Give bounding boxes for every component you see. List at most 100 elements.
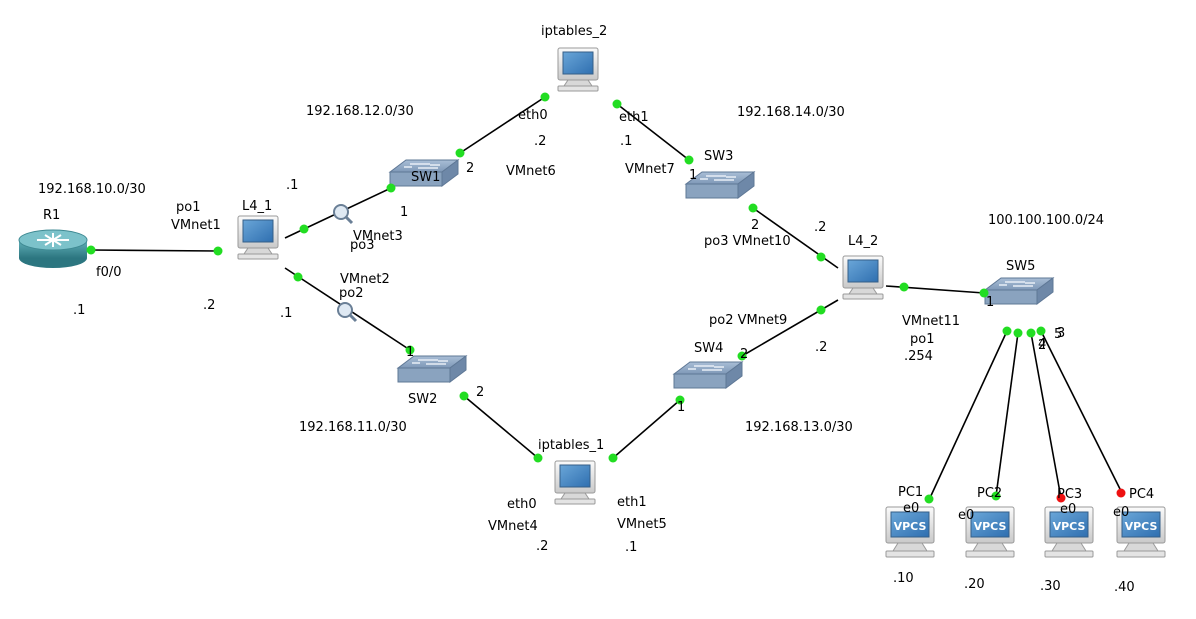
port-label: eth1 bbox=[619, 110, 649, 125]
ip-suffix-label: .2 bbox=[534, 134, 546, 149]
link-sw1-ipt2[interactable] bbox=[459, 96, 546, 154]
vpcs-badge: VPCS bbox=[974, 520, 1007, 533]
port-up-dot bbox=[979, 288, 989, 298]
link-ipt1-sw4[interactable] bbox=[612, 399, 681, 459]
vpcs-badge: VPCS bbox=[1053, 520, 1086, 533]
labels: 192.168.10.0/30 192.168.12.0/30 192.168.… bbox=[38, 24, 1154, 595]
subnet-label: 192.168.12.0/30 bbox=[306, 104, 414, 119]
vmnet-label: VMnet2 bbox=[340, 272, 390, 287]
node-name-pc3: PC3 bbox=[1057, 487, 1082, 502]
subnet-label: 192.168.13.0/30 bbox=[745, 420, 853, 435]
host-l4_2[interactable] bbox=[842, 255, 884, 300]
vpcs-badge: VPCS bbox=[894, 520, 927, 533]
node-name-r1: R1 bbox=[43, 208, 60, 223]
host-iptables_2[interactable] bbox=[557, 47, 599, 92]
pc-port-label: e0 bbox=[903, 501, 919, 516]
port-up-dot bbox=[924, 494, 934, 504]
capture-magnifier-icon[interactable] bbox=[337, 302, 358, 323]
ip-suffix-label: .1 bbox=[73, 303, 85, 318]
vpcs-icon: VPCS bbox=[965, 506, 1015, 558]
pc-address-label: .40 bbox=[1114, 580, 1135, 595]
port-status-dots bbox=[86, 92, 1126, 504]
node-name-ipt2: iptables_2 bbox=[541, 24, 607, 39]
port-up-dot bbox=[86, 245, 96, 255]
links bbox=[90, 96, 1123, 501]
pc-address-label: .10 bbox=[893, 571, 914, 586]
ip-suffix-label: .2 bbox=[814, 220, 826, 235]
port-up-dot bbox=[293, 272, 303, 282]
node-name-ipt1: iptables_1 bbox=[538, 438, 604, 453]
host-icon bbox=[237, 215, 279, 260]
port-up-dot bbox=[1026, 328, 1036, 338]
subnet-label: 192.168.14.0/30 bbox=[737, 105, 845, 120]
port-up-dot bbox=[675, 395, 685, 405]
ip-suffix-label: .1 bbox=[620, 134, 632, 149]
switch-port-label: 2 bbox=[476, 385, 484, 400]
link-sw5-pc3[interactable] bbox=[1030, 332, 1062, 499]
port-up-dot bbox=[386, 183, 396, 193]
port-vmnet-label: po3 VMnet10 bbox=[704, 234, 791, 249]
subnet-label: 192.168.10.0/30 bbox=[38, 182, 146, 197]
vmnet-label: VMnet11 bbox=[902, 314, 960, 329]
port-label: eth0 bbox=[507, 497, 537, 512]
node-name-sw5: SW5 bbox=[1006, 259, 1035, 274]
pc-port-label: e0 bbox=[958, 508, 974, 523]
port-up-dot bbox=[455, 148, 465, 158]
link-sw5-pc4[interactable] bbox=[1040, 330, 1123, 494]
vpcs-pc3[interactable]: VPCS bbox=[1044, 506, 1094, 558]
switch-sw5[interactable] bbox=[984, 277, 1054, 305]
port-up-dot bbox=[405, 345, 415, 355]
switch-port-label: 5 bbox=[1054, 327, 1062, 342]
node-name-pc1: PC1 bbox=[898, 485, 923, 500]
vpcs-pc2[interactable]: VPCS bbox=[965, 506, 1015, 558]
switch-port-label: 1 bbox=[400, 205, 408, 220]
router-icon bbox=[18, 229, 88, 268]
switch-port-label: 1 bbox=[689, 168, 697, 183]
vpcs-pc1[interactable]: VPCS bbox=[885, 506, 935, 558]
node-name-l4_2: L4_2 bbox=[848, 234, 878, 249]
port-label: po1 bbox=[910, 332, 934, 347]
router-r1[interactable] bbox=[18, 229, 88, 268]
link-ipt2-sw3[interactable] bbox=[616, 103, 690, 161]
ip-suffix-label: .254 bbox=[904, 349, 933, 364]
port-up-dot bbox=[459, 391, 469, 401]
node-name-sw3: SW3 bbox=[704, 149, 733, 164]
subnet-label: 100.100.100.0/24 bbox=[988, 213, 1104, 228]
link-sw5-pc1[interactable] bbox=[928, 330, 1008, 501]
host-l4_1[interactable] bbox=[237, 215, 279, 260]
vpcs-icon: VPCS bbox=[1116, 506, 1166, 558]
vpcs-icon: VPCS bbox=[885, 506, 935, 558]
host-icon bbox=[554, 460, 596, 505]
link-sw5-pc2[interactable] bbox=[995, 332, 1019, 497]
port-down-dot bbox=[1056, 493, 1066, 503]
switch-port-label: 4 bbox=[1038, 337, 1046, 352]
capture-magnifier-icon[interactable] bbox=[333, 204, 354, 225]
port-label: eth1 bbox=[617, 495, 647, 510]
switch-icon bbox=[673, 361, 743, 389]
port-up-dot bbox=[748, 203, 758, 213]
node-name-sw2: SW2 bbox=[408, 392, 437, 407]
link-sw2-ipt1[interactable] bbox=[463, 395, 539, 459]
port-up-dot bbox=[612, 99, 622, 109]
vmnet-label: VMnet4 bbox=[488, 519, 538, 534]
ip-suffix-label: .2 bbox=[536, 539, 548, 554]
node-name-pc2: PC2 bbox=[977, 486, 1002, 501]
ip-suffix-label: .1 bbox=[625, 540, 637, 555]
port-up-dot bbox=[1013, 328, 1023, 338]
vpcs-badge: VPCS bbox=[1125, 520, 1158, 533]
host-iptables_1[interactable] bbox=[554, 460, 596, 505]
switch-port-label: 1 bbox=[406, 345, 414, 360]
node-name-sw1: SW1 bbox=[411, 170, 440, 185]
switch-port-label: 2 bbox=[1038, 338, 1046, 353]
switch-icon bbox=[984, 277, 1054, 305]
vmnet-label: VMnet7 bbox=[625, 162, 675, 177]
pc-port-label: e0 bbox=[1113, 505, 1129, 520]
port-up-dot bbox=[608, 453, 618, 463]
switch-sw4[interactable] bbox=[673, 361, 743, 389]
vpcs-pc4[interactable]: VPCS bbox=[1116, 506, 1166, 558]
port-up-dot bbox=[1036, 326, 1046, 336]
link-r1-l4_1[interactable] bbox=[90, 249, 219, 252]
vmnet-label: VMnet6 bbox=[506, 164, 556, 179]
pc-port-label: e0 bbox=[1060, 502, 1076, 517]
